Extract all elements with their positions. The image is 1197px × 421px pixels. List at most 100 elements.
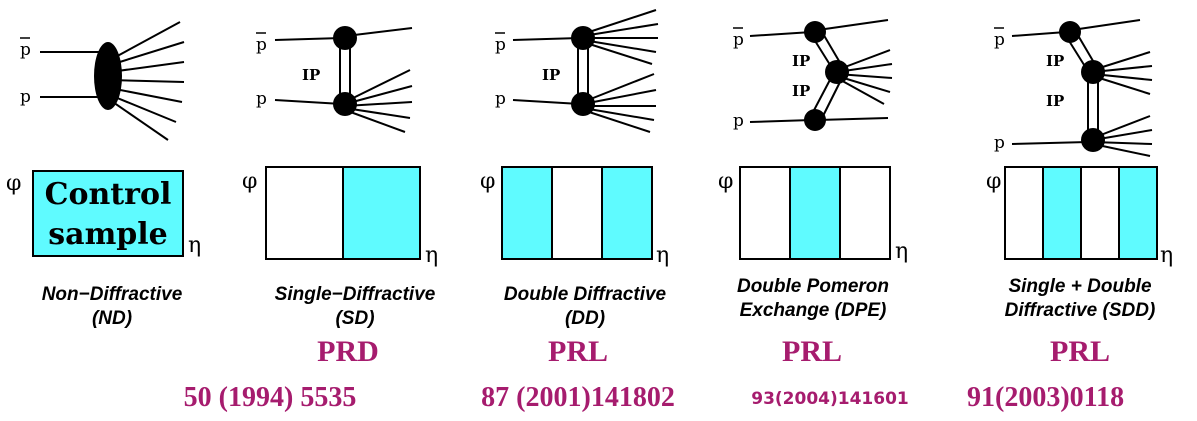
rapidity-gap xyxy=(551,166,603,260)
outgoing-tracks xyxy=(109,21,185,141)
vertex-top xyxy=(1059,21,1081,43)
rapidity-gap xyxy=(265,166,344,260)
filled-region xyxy=(1118,166,1158,260)
pomeron-label: IP xyxy=(302,66,320,84)
pbar-line xyxy=(512,37,581,41)
pomeron-lower-rail-a xyxy=(811,75,833,115)
p-label: p xyxy=(20,87,31,107)
panel-nd: p p φ Control sample η Non−Diffractive (… xyxy=(6,21,201,329)
pbar-label: p xyxy=(256,35,267,55)
pomeron-label-bottom: IP xyxy=(792,82,810,100)
rapidity-box xyxy=(1004,166,1158,260)
journal-label: PRL xyxy=(782,335,842,368)
p-out-line xyxy=(817,117,889,121)
reference-sd: 50 (1994) 5535 xyxy=(184,382,357,413)
phi-label: φ xyxy=(6,171,21,196)
p-line xyxy=(274,99,343,105)
outgoing-tracks-bottom xyxy=(582,73,657,133)
eta-label: η xyxy=(1160,243,1173,268)
eta-label: η xyxy=(425,243,438,268)
filled-region xyxy=(789,166,841,260)
phi-label: φ xyxy=(480,169,495,194)
interaction-blob xyxy=(94,42,122,110)
p-label: p xyxy=(495,89,506,109)
pomeron-label: IP xyxy=(542,66,560,84)
feynman-dd: p p IP xyxy=(495,9,659,133)
p-label: p xyxy=(994,133,1005,153)
journal-label: PRL xyxy=(548,335,608,368)
pbar-label: p xyxy=(994,30,1005,50)
filled-region xyxy=(342,166,421,260)
box-text-line1: Control xyxy=(45,177,172,212)
panel-sdd: p p IP IP xyxy=(986,19,1173,368)
vertex-top xyxy=(571,26,595,50)
p-line xyxy=(512,99,581,105)
vertex-bottom xyxy=(1081,128,1105,152)
eta-label: η xyxy=(188,233,201,258)
rapidity-gap xyxy=(1080,166,1120,260)
outgoing-tracks-top xyxy=(582,9,659,65)
vertex-central xyxy=(1081,60,1105,84)
vertex-top xyxy=(333,26,357,50)
p-label: p xyxy=(733,111,744,131)
feynman-sdd: p p IP IP xyxy=(994,19,1153,157)
journal-label: PRD xyxy=(317,335,379,368)
phi-label: φ xyxy=(242,169,257,194)
rapidity-gap xyxy=(839,166,891,260)
rapidity-box xyxy=(739,166,891,260)
pbar-line xyxy=(274,37,343,41)
panel-sd: p p IP φ η Single−Diffractive (SD) PRD xyxy=(242,26,438,368)
feynman-dpe: p p IP IP xyxy=(733,19,893,131)
pbar-line xyxy=(749,31,813,37)
feynman-nd: p p xyxy=(20,21,185,141)
eta-label: η xyxy=(895,239,908,264)
filled-region xyxy=(501,166,553,260)
p-label: p xyxy=(256,89,267,109)
vertex-bottom xyxy=(571,92,595,116)
p-line xyxy=(749,119,813,123)
caption-line1: Double Pomeron xyxy=(737,276,889,297)
rapidity-gap xyxy=(1004,166,1044,260)
rapidity-gap xyxy=(739,166,791,260)
rapidity-box xyxy=(265,166,421,260)
pomeron-label-bottom: IP xyxy=(1046,92,1064,110)
reference-dd: 87 (2001)141802 xyxy=(481,382,675,413)
pbar-line xyxy=(1011,31,1067,37)
p-line xyxy=(1011,141,1089,145)
panel-dpe: p p IP IP φ η Dou xyxy=(718,19,908,368)
vertex-top xyxy=(804,21,826,43)
caption-line2: (DD) xyxy=(565,308,605,329)
phi-label: φ xyxy=(986,169,1001,194)
references-row: 50 (1994) 5535 87 (2001)141802 93(2004)1… xyxy=(184,382,1124,413)
reference-sdd: 91(2003)0118 xyxy=(967,382,1124,413)
vertex-central xyxy=(825,60,849,84)
pbar-out-line xyxy=(817,19,889,31)
pbar-out-line xyxy=(345,27,413,37)
pbar-label: p xyxy=(733,30,744,50)
caption-line1: Double Diffractive xyxy=(504,284,667,305)
phi-label: φ xyxy=(718,169,733,194)
caption-line2: Diffractive (SDD) xyxy=(1005,300,1156,321)
eta-label: η xyxy=(656,243,669,268)
caption-line1: Single−Diffractive xyxy=(275,284,436,305)
caption-line1: Single + Double xyxy=(1008,276,1151,297)
journal-label: PRL xyxy=(1050,335,1110,368)
pbar-label: p xyxy=(20,40,31,60)
caption-line1: Non−Diffractive xyxy=(42,284,183,305)
pbar-label: p xyxy=(495,35,506,55)
rapidity-box xyxy=(501,166,653,260)
filled-region xyxy=(1042,166,1082,260)
reference-dpe: 93(2004)141601 xyxy=(751,389,908,409)
pomeron-label-top: IP xyxy=(1046,52,1064,70)
vertex-bottom xyxy=(333,92,357,116)
caption-line2: (ND) xyxy=(92,308,132,329)
box-text-line2: sample xyxy=(48,217,168,252)
panel-dd: p p IP φ xyxy=(480,9,669,368)
caption-line2: (SD) xyxy=(335,308,374,329)
feynman-sd: p p IP xyxy=(256,26,413,133)
pomeron-label-top: IP xyxy=(792,52,810,70)
pomeron-lower-rail-b xyxy=(821,77,843,119)
control-sample-box xyxy=(32,170,184,257)
vertex-bottom xyxy=(804,109,826,131)
